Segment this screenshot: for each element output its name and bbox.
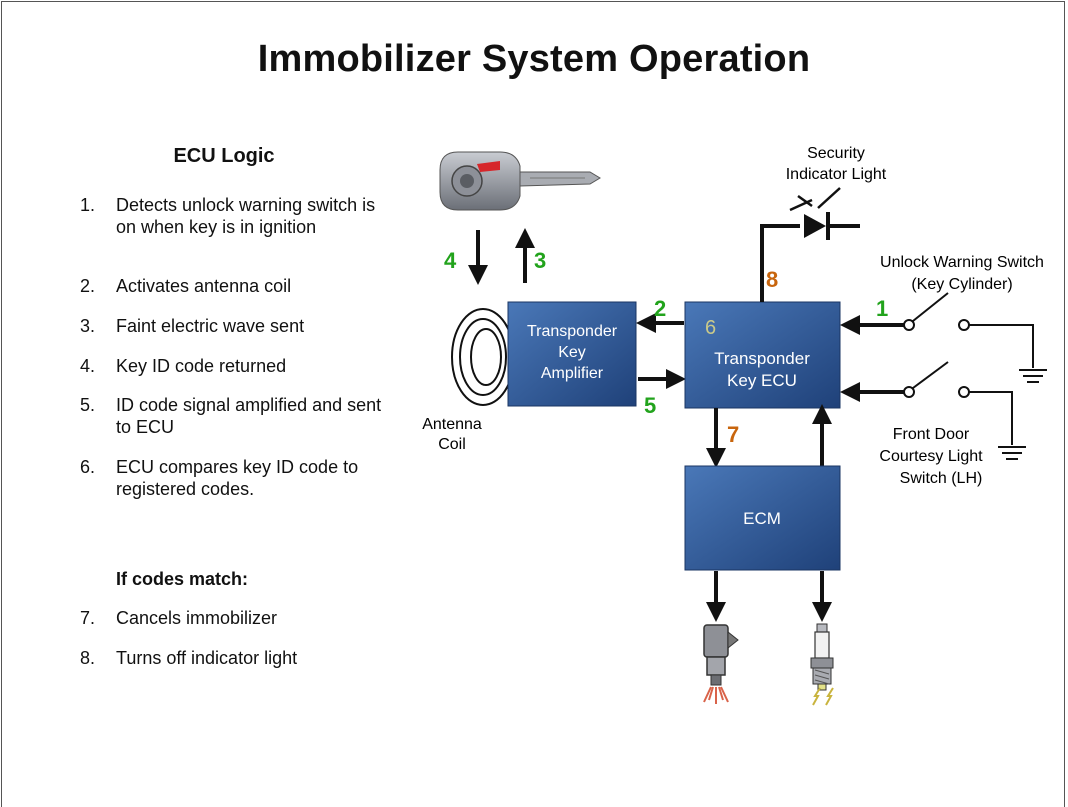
amplifier-label-line1: Transponder xyxy=(527,323,618,340)
arrow-number-5: 5 xyxy=(644,393,656,418)
step-text: Faint electric wave sent xyxy=(116,316,305,336)
door-courtesy-switch-icon xyxy=(903,361,1026,460)
ecu-label-line2: Key ECU xyxy=(727,371,797,390)
transponder-key-amplifier-box xyxy=(507,301,637,407)
antenna-coil-label-line1: Antenna xyxy=(422,416,482,433)
arrow-number-4: 4 xyxy=(444,248,457,273)
step-number: 4. xyxy=(80,356,96,376)
door-switch-label-line1: Front Door xyxy=(893,426,970,443)
arrow-number-8: 8 xyxy=(766,267,778,292)
spark-plug-icon xyxy=(810,623,834,706)
ecu-logic-heading: ECU Logic xyxy=(173,145,275,167)
step-number: 2. xyxy=(80,276,96,296)
step-number: 8. xyxy=(80,648,96,668)
step-number: 1. xyxy=(80,195,96,215)
ecm-box xyxy=(684,465,841,571)
arrow-number-3: 3 xyxy=(534,248,546,273)
slide-title: Immobilizer System Operation xyxy=(257,38,811,80)
transponder-key-ecu-box xyxy=(684,301,841,409)
unlock-switch-label-line2: (Key Cylinder) xyxy=(911,276,1012,293)
arrow-number-2: 2 xyxy=(654,296,666,321)
amplifier-label-line3: Amplifier xyxy=(541,365,604,382)
indicator-light-wire xyxy=(760,224,800,302)
step-text: ID code signal amplified and sent to ECU xyxy=(116,395,382,437)
arrow-number-7: 7 xyxy=(727,422,739,447)
step-text: Activates antenna coil xyxy=(116,276,292,296)
step-number: 7. xyxy=(80,608,96,628)
ecu-label-line1: Transponder xyxy=(714,349,810,368)
unlock-warning-switch-icon xyxy=(903,292,1047,383)
ecm-label: ECM xyxy=(743,509,781,528)
step-number: 5. xyxy=(80,395,96,415)
arrow-number-1: 1 xyxy=(876,296,888,321)
security-light-label-line1: Security xyxy=(807,145,865,162)
step-number: 3. xyxy=(80,316,96,336)
door-switch-label-line2: Courtesy Light xyxy=(879,448,983,465)
step-text: ECU compares key ID code to registered c… xyxy=(116,457,359,499)
amplifier-label-line2: Key xyxy=(558,344,586,361)
match-heading: If codes match: xyxy=(116,569,249,589)
fuel-injector-icon xyxy=(703,624,739,704)
key-icon xyxy=(439,151,601,211)
door-switch-label-line3: Switch (LH) xyxy=(900,470,983,487)
security-light-label-line2: Indicator Light xyxy=(786,166,887,183)
ecu-step-number-6: 6 xyxy=(705,317,716,339)
step-text: Cancels immobilizer xyxy=(116,608,278,628)
step-number: 6. xyxy=(80,457,96,477)
step-text: Turns off indicator light xyxy=(116,648,298,668)
antenna-coil-icon xyxy=(451,308,515,406)
antenna-coil-label-line2: Coil xyxy=(438,436,466,453)
step-text: Key ID code returned xyxy=(116,356,287,376)
led-diode-icon xyxy=(789,187,841,240)
unlock-switch-label-line1: Unlock Warning Switch xyxy=(880,254,1044,271)
step-text: Detects unlock warning switch is on when… xyxy=(116,195,376,237)
